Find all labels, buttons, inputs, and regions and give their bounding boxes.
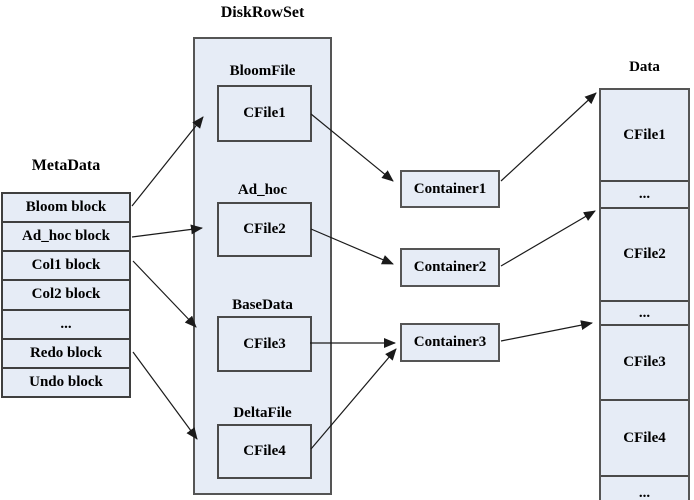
cfile3-box: CFile3 [217,316,312,372]
metadata-box: Bloom block Ad_hoc block Col1 block Col2… [1,192,131,398]
data-row-cfile4: CFile4 [601,399,688,475]
container1-box: Container1 [400,170,500,208]
metadata-row-col1-block: Col1 block [3,250,129,279]
section-label-bloomfile: BloomFile [229,63,296,79]
metadata-row-adhoc-block: Ad_hoc block [3,221,129,250]
cfile2-box: CFile2 [217,202,312,257]
metadata-row-ellipsis: ... [3,308,129,338]
section-label-adhoc: Ad_hoc [237,182,288,198]
data-row-ellipsis-1: ... [601,180,688,207]
data-row-cfile3: CFile3 [601,324,688,399]
diskrowset-box: BloomFile CFile1 Ad_hoc CFile2 BaseData … [193,37,332,495]
data-box: CFile1 ... CFile2 ... CFile3 CFile4 ... [599,88,690,500]
container3-box: Container3 [400,323,500,362]
data-row-ellipsis-2: ... [601,300,688,324]
container2-box: Container2 [400,248,500,287]
metadata-row-undo-block: Undo block [3,366,129,396]
arrow-col1block-to-basedata [132,260,197,328]
section-label-basedata: BaseData [232,297,293,313]
data-row-ellipsis-3: ... [601,475,688,500]
arrow-container3-to-data-cfile3 [500,320,593,342]
data-row-cfile1: CFile1 [623,126,666,143]
data-title: Data [629,59,660,75]
cfile1-box: CFile1 [217,85,312,142]
cfile4-box: CFile4 [217,424,312,479]
arrow-container2-to-data-cfile2 [500,210,596,267]
metadata-row-bloom-block: Bloom block [25,199,107,216]
arrow-adhocblock-to-adhoc [131,224,203,238]
metadata-row-col2-block: Col2 block [3,279,129,308]
diskrowset-title: DiskRowSet [220,4,305,21]
arrow-container1-to-data-cfile1 [500,92,597,182]
metadata-row-redo-block: Redo block [3,337,129,367]
metadata-title: MetaData [31,157,101,174]
section-label-deltafile: DeltaFile [233,405,292,421]
arrow-redoblock-to-deltafile [132,351,198,440]
data-row-cfile2: CFile2 [601,207,688,300]
